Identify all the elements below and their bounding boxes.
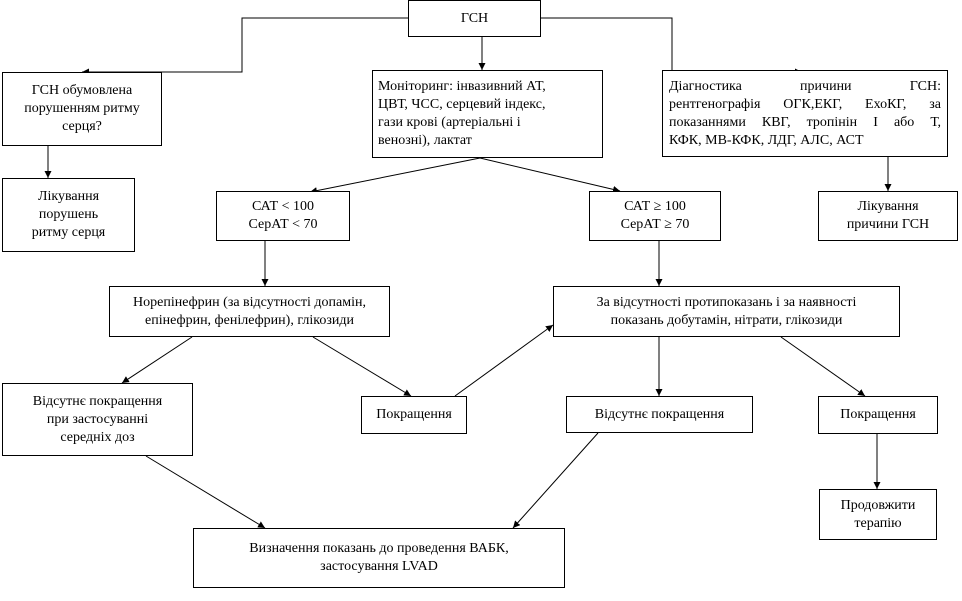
node-text-line: Моніторинг: інвазивний АТ, — [378, 79, 546, 94]
node-text-line: ритму серця — [31, 225, 106, 240]
node-continue-therapy: Продовжити терапію — [819, 489, 937, 540]
node-text-line: СерАТ < 70 — [248, 217, 318, 232]
node-monitoring: Моніторинг: інвазивний АТ, ЦВТ, ЧСС, серц… — [372, 70, 603, 158]
arrow-no-improvement-right-to-vabk — [512, 432, 599, 529]
node-text-line: порушенням ритму — [24, 101, 140, 116]
node-text-line: Лікування — [857, 199, 919, 214]
node-text-line: КФК, МВ-КФК, ЛДГ, АЛС, АСТ — [669, 132, 864, 148]
node-text-line: застосування LVAD — [320, 559, 438, 574]
arrow-gsn-to-rhythm-cause — [82, 17, 408, 76]
arrow-norepinephrine-to-improvement — [312, 336, 412, 397]
node-cause-treatment: Лікування причини ГСН — [818, 191, 958, 241]
node-text-line: ГСН — [460, 10, 489, 26]
node-text-line: венозні), лактат — [378, 133, 472, 148]
arrow-monitoring-to-low-bp — [309, 157, 481, 195]
node-text-line: гази крові (артеріальні і — [378, 115, 521, 130]
node-text-line: серця? — [62, 119, 102, 134]
node-rhythm-cause-question: ГСН обумовлена порушенням ритму серця? — [2, 72, 162, 146]
node-text-line: показань добутамін, нітрати, глікозиди — [610, 312, 843, 328]
arrow-gsn-to-diagnostics — [541, 17, 802, 76]
node-text-line: показаннями КВГ, тропінін І або Т, — [669, 114, 941, 130]
node-text-line: Діагностика причини ГСН: — [669, 78, 941, 94]
arrow-dobutamine-to-improvement — [780, 336, 866, 397]
node-text-line: епінефрин, фенілефрин), глікозиди — [145, 312, 354, 328]
node-rhythm-treatment: Лікування порушень ритму серця — [2, 178, 135, 252]
node-text-line: Покращення — [376, 407, 452, 422]
node-text-line: За відсутності протипоказань і за наявно… — [596, 294, 857, 310]
node-text-line: САТ ≥ 100 — [624, 199, 686, 214]
node-dobutamine: За відсутності протипоказань і за наявно… — [553, 286, 900, 337]
node-diagnostics: Діагностика причини ГСН: рентгенографія О… — [662, 70, 948, 157]
node-text-line: середніх доз — [60, 429, 135, 445]
node-gsn: ГСН — [408, 0, 541, 37]
arrow-improvement-to-dobutamine — [454, 324, 554, 397]
node-text-line: Лікування — [37, 189, 100, 204]
node-no-improvement-medium-doses: Відсутнє покращення при застосуванні серед… — [2, 383, 193, 456]
node-improvement-right: Покращення — [818, 396, 938, 434]
arrow-monitoring-to-high-bp — [479, 157, 621, 193]
node-vabk-lvad: Визначення показань до проведення ВАБК, з… — [193, 528, 565, 588]
node-improvement-left: Покращення — [361, 396, 467, 434]
node-text-line: Відсутнє покращення — [32, 393, 163, 409]
node-text-line: рентгенографія ОГК,ЕКГ, ЕхоКГ, за — [669, 96, 941, 112]
node-text-line: Відсутнє покращення — [594, 406, 725, 422]
node-text-line: порушень — [38, 207, 99, 222]
node-text-line: САТ < 100 — [252, 199, 314, 214]
node-text-line: ЦВТ, ЧСС, серцевий індекс, — [378, 97, 546, 112]
node-text-line: ГСН обумовлена — [31, 83, 133, 98]
node-text-line: СерАТ ≥ 70 — [620, 217, 690, 232]
node-text-line: Продовжити — [840, 497, 916, 513]
arrow-norepinephrine-to-no-improvement — [121, 336, 193, 384]
node-text-line: Норепінефрин (за відсутності допамін, — [133, 294, 366, 310]
node-text-line: при застосуванні — [46, 411, 149, 427]
node-text-line: Покращення — [840, 407, 916, 422]
node-no-improvement-right: Відсутнє покращення — [566, 396, 753, 433]
node-text-line: Визначення показань до проведення ВАБК, — [249, 541, 509, 556]
arrow-no-improvement-mid-to-vabk — [145, 455, 266, 529]
node-text-line: терапію — [854, 515, 902, 531]
node-norepinephrine: Норепінефрин (за відсутності допамін, епі… — [109, 286, 390, 337]
node-text-line: причини ГСН — [846, 217, 930, 232]
